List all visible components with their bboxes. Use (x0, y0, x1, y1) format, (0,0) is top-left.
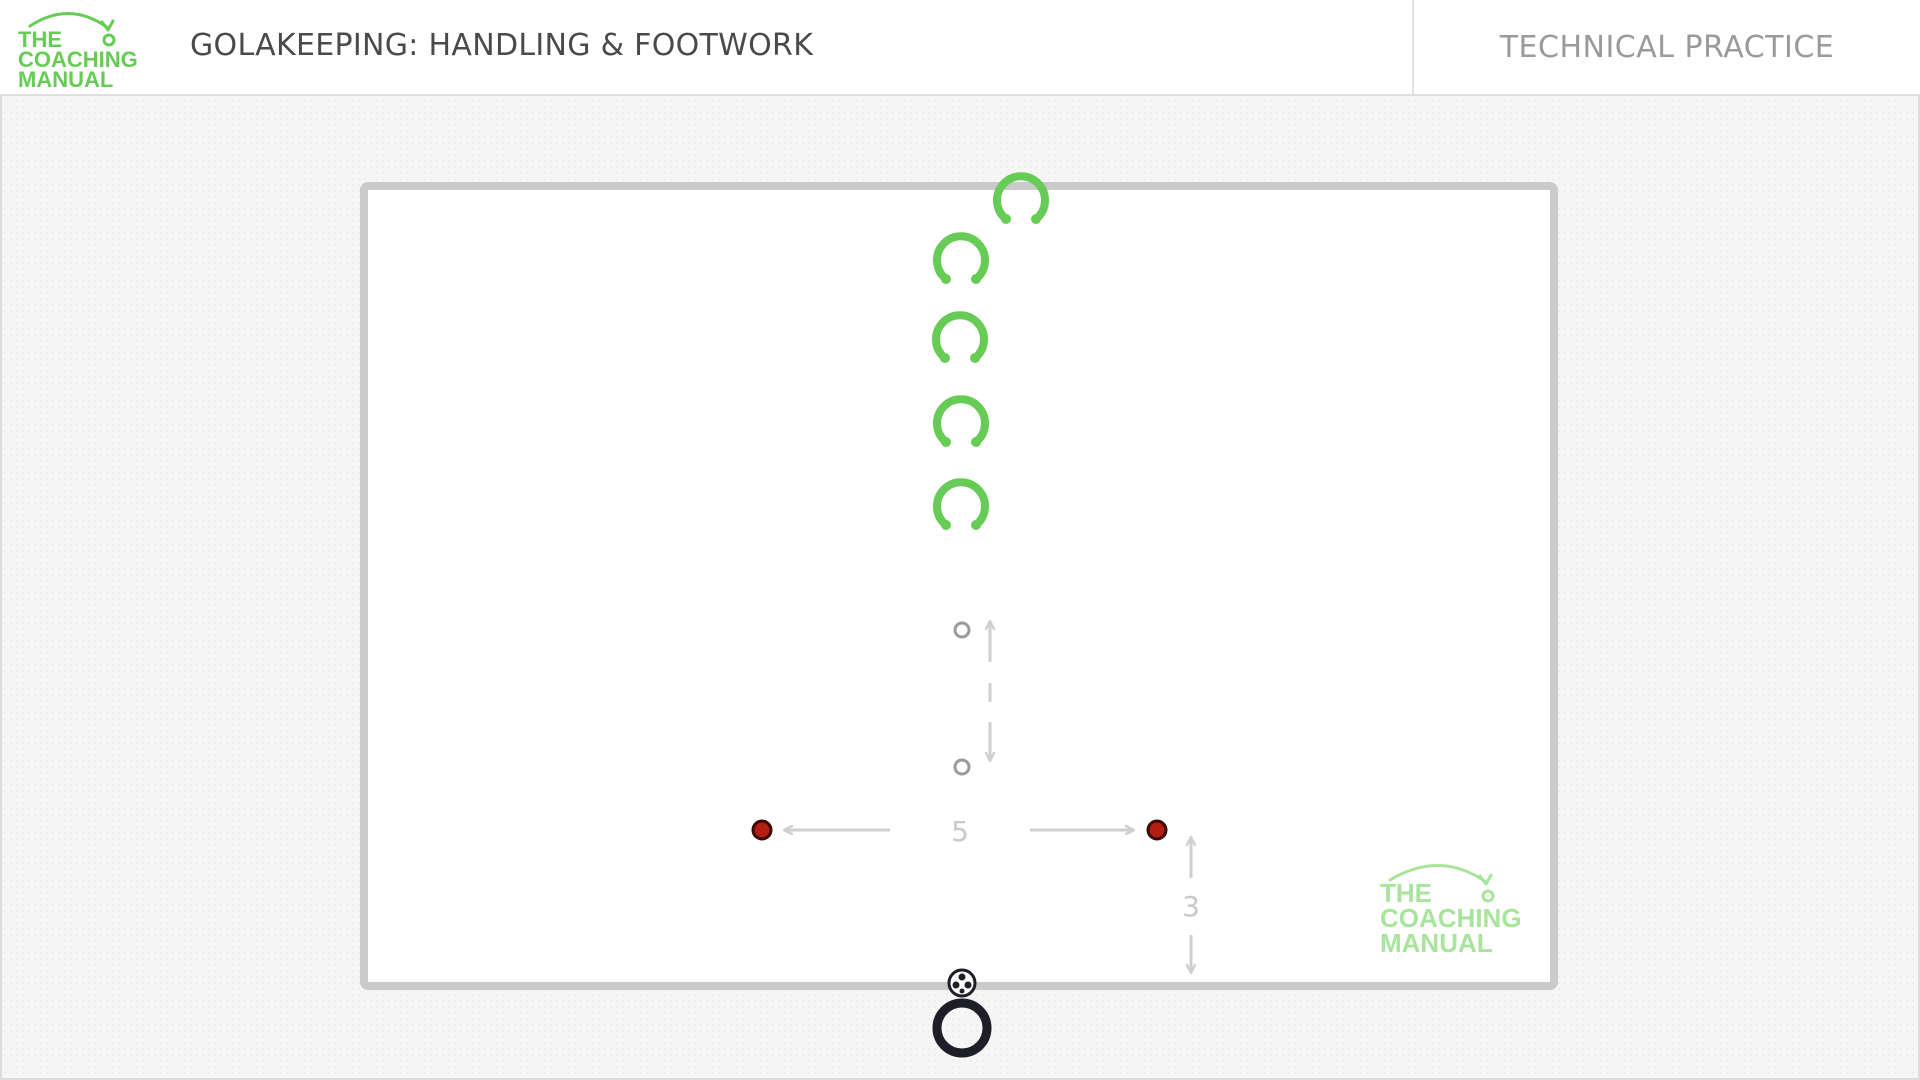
header-divider (1412, 0, 1414, 94)
category-label: TECHNICAL PRACTICE (1499, 30, 1835, 65)
brand-line-3: MANUAL (18, 67, 113, 92)
distance-label-horizontal: 5 (951, 815, 969, 848)
marker-disc-top (953, 621, 971, 639)
brand-line-1: THE (18, 27, 62, 52)
watermark-line-1: THE (1380, 878, 1432, 908)
watermark-line-3: MANUAL (1380, 928, 1493, 958)
marker-disc-bottom (953, 758, 971, 776)
cone-left (751, 819, 773, 841)
header-bar: THE COACHING MANUAL GOLAKEEPING: HANDLIN… (0, 0, 1920, 96)
distance-label-vertical: 3 (1182, 890, 1200, 923)
football-icon (947, 968, 977, 998)
pitch-area (360, 182, 1558, 990)
brand-line-2: COACHING (18, 47, 138, 72)
watermark-logo: THE COACHING MANUAL (1380, 864, 1522, 958)
cone-right (1146, 819, 1168, 841)
goalkeeper-icon (932, 998, 992, 1058)
page-title: GOLAKEEPING: HANDLING & FOOTWORK (190, 28, 814, 63)
brand-logo: THE COACHING MANUAL (18, 12, 138, 92)
watermark-line-2: COACHING (1380, 903, 1522, 933)
